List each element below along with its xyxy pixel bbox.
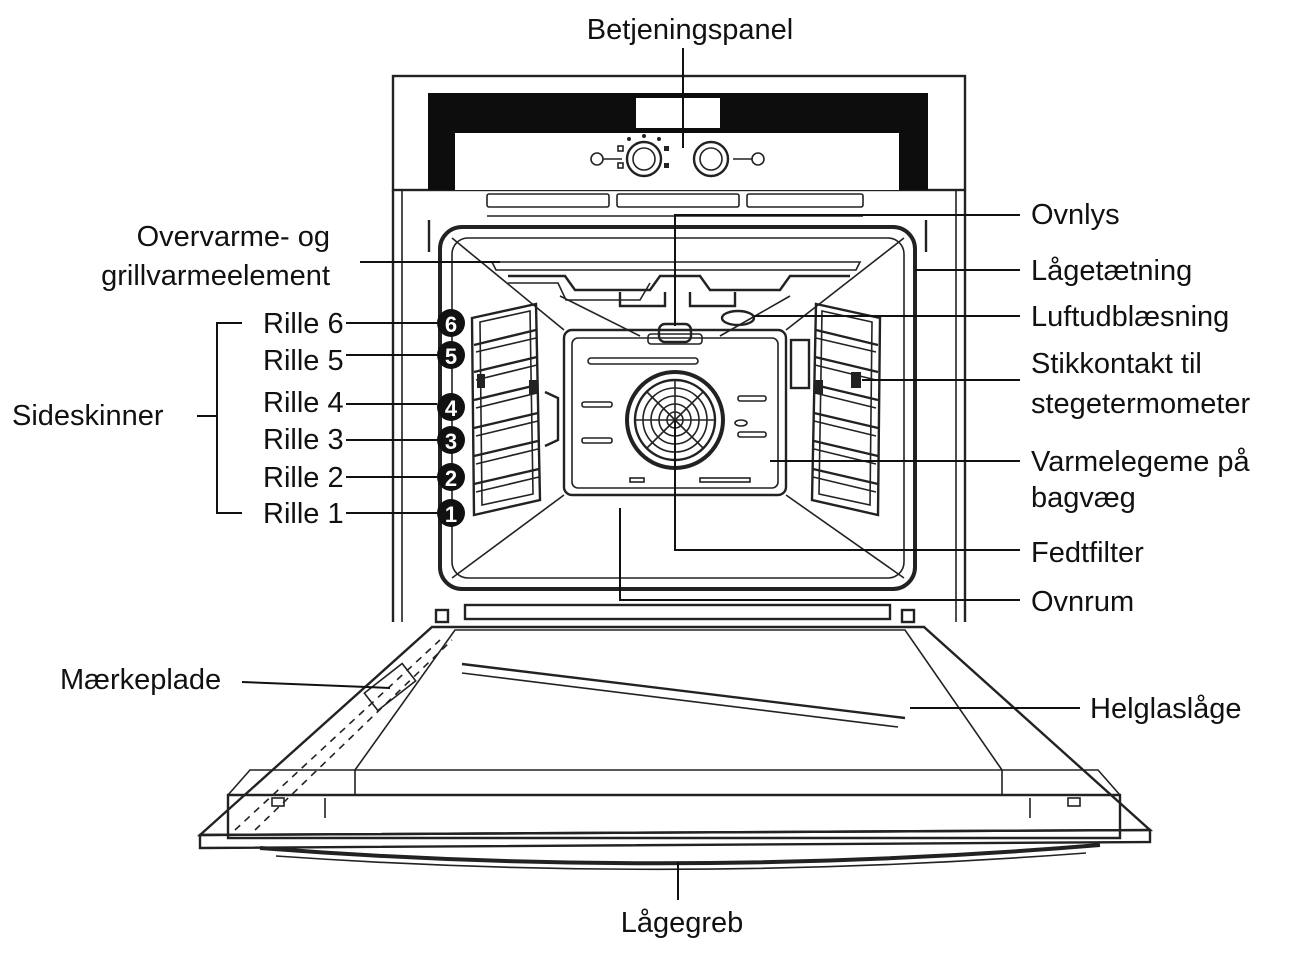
label-stikkontakt-line1: Stikkontakt til <box>1031 348 1202 380</box>
leader-lines <box>197 48 1080 900</box>
rack-badge-label: 2 <box>445 466 457 491</box>
rack-badge-label: 3 <box>445 429 457 454</box>
oven-housing <box>391 74 967 622</box>
label-lagegreb: Lågegreb <box>621 907 744 939</box>
rack-badge-4 <box>437 393 465 421</box>
air-outlet <box>720 309 756 327</box>
label-varmelegeme-line2: bagvæg <box>1031 482 1136 514</box>
rack-badge-1 <box>437 499 465 527</box>
right-side-rails <box>789 302 882 517</box>
rack-badge-3 <box>437 426 465 454</box>
label-rille1: Rille 1 <box>263 498 344 530</box>
rack-badge-label: 1 <box>445 502 457 527</box>
label-betjeningspanel: Betjeningspanel <box>587 14 793 46</box>
label-rille5: Rille 5 <box>263 345 344 377</box>
rack-badge-label: 6 <box>445 312 457 337</box>
label-ovnrum: Ovnrum <box>1031 586 1134 618</box>
oven-door <box>196 608 1154 871</box>
label-maerkeplade: Mærkeplade <box>60 664 221 696</box>
label-rille2: Rille 2 <box>263 462 344 494</box>
label-varmelegeme-line1: Varmelegeme på <box>1031 446 1251 478</box>
control-panel <box>590 134 765 178</box>
rack-badge-label: 4 <box>445 396 458 421</box>
labels: Betjeningspanel Overvarme- og grillvarme… <box>12 14 1251 939</box>
left-side-rails <box>470 302 560 517</box>
label-ovnlys: Ovnlys <box>1031 199 1120 231</box>
label-helglaslage: Helglaslåge <box>1090 693 1242 725</box>
label-overvarme-line2: grillvarmeelement <box>101 260 330 292</box>
rack-badges: 6 5 4 3 2 1 <box>437 309 465 527</box>
label-luftudblaesning: Luftudblæsning <box>1031 301 1229 333</box>
label-sideskinner: Sideskinner <box>12 400 164 432</box>
label-lagetaetning: Lågetætning <box>1031 255 1192 287</box>
label-fedtfilter: Fedtfilter <box>1031 537 1144 569</box>
rack-badge-5 <box>437 341 465 369</box>
label-stikkontakt-line2: stegetermometer <box>1031 388 1251 420</box>
oven-light <box>647 322 703 345</box>
label-overvarme-line1: Overvarme- og <box>137 221 330 253</box>
rack-badge-label: 5 <box>445 344 457 369</box>
label-rille4: Rille 4 <box>263 387 344 419</box>
rack-badge-2 <box>437 463 465 491</box>
label-rille3: Rille 3 <box>263 424 344 456</box>
grill-element <box>490 261 862 337</box>
rack-badge-6 <box>437 309 465 337</box>
label-rille6: Rille 6 <box>263 308 344 340</box>
